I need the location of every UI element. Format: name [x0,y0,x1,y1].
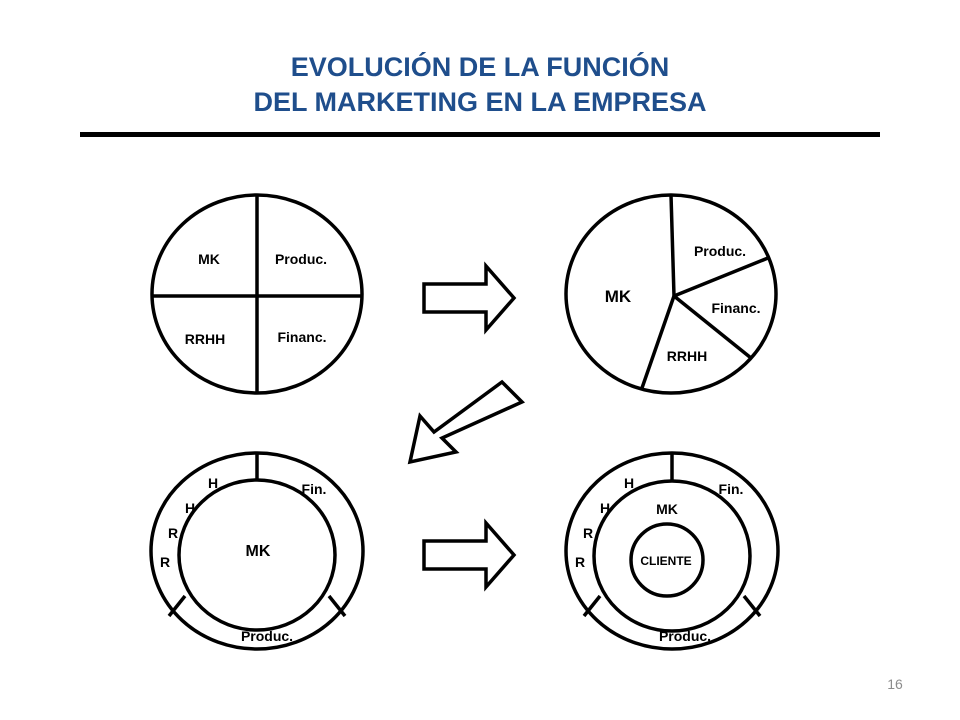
arrow-down-left-icon [407,379,526,465]
stage-1-label-produc: Produc. [275,251,327,267]
stage-4-label-r1: R [583,525,593,541]
stage-4-label-h2: H [600,500,610,516]
stage-4-label-mk: MK [656,501,678,517]
stage-3-label-h1: H [208,475,218,491]
title-divider [80,132,880,137]
stage-2-label-financ: Financ. [711,300,760,316]
stage-3-label-fin: Fin. [302,481,327,497]
stage-2-divider-top [669,194,676,297]
stage-4-client-circle: H H R R Fin. Produc. MK CLIENTE [564,451,780,651]
page-number: 16 [887,676,903,692]
stage-4-label-produc: Produc. [659,628,711,644]
stage-1-label-rrhh: RRHH [185,331,225,347]
stage-2-label-mk: MK [605,287,632,306]
stage-3-label-r1: R [168,525,178,541]
stage-3-label-r2: R [160,554,170,570]
stage-2-label-produc: Produc. [694,243,746,259]
stage-3-label-mk: MK [246,543,271,560]
stage-2-divider-bottom [640,295,676,389]
stage-3-divider-lower-right [327,594,347,618]
stage-4-label-cliente: CLIENTE [640,554,691,568]
stage-1-quadrant-circle: MK Produc. RRHH Financ. [150,193,364,395]
title-line-1: EVOLUCIÓN DE LA FUNCIÓN [290,52,670,82]
stage-3-label-produc: Produc. [241,628,293,644]
arrow-right-icon [422,261,517,335]
stage-4-divider-lower-left [582,594,602,618]
stage-2-divider-right [673,256,769,298]
stage-4-inner-circle [629,522,705,598]
title-line-2: DEL MARKETING EN LA EMPRESA [253,87,707,117]
stage-4-label-r2: R [575,554,585,570]
stage-3-label-h2: H [185,500,195,516]
stage-4-label-fin: Fin. [719,481,744,497]
stage-2-label-rrhh: RRHH [667,348,707,364]
stage-4-label-h1: H [624,475,634,491]
stage-2-divider-lower-right [672,294,753,360]
stage-3-divider-lower-left [167,594,187,618]
stage-3-ring-circle: H H R R Fin. Produc. MK [149,451,365,651]
stage-2-sector-circle: MK Produc. Financ. RRHH [564,193,778,395]
stage-4-divider-lower-right [742,594,762,618]
arrow-right-icon [422,518,517,592]
stage-1-label-mk: MK [198,251,220,267]
stage-1-label-financ: Financ. [277,329,326,345]
slide-title: EVOLUCIÓN DE LA FUNCIÓN DEL MARKETING EN… [0,50,960,120]
